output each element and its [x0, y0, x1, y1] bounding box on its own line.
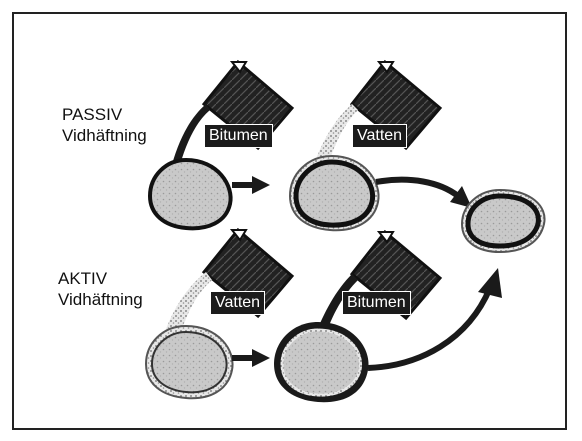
row-label-line2: Vidhäftning	[62, 125, 147, 146]
arrow-right-icon	[232, 176, 270, 194]
substance-tag-water: Vatten	[352, 124, 407, 148]
substance-tag-water: Vatten	[210, 291, 265, 315]
row-label-line2: Vidhäftning	[58, 289, 143, 310]
stone-icon	[468, 196, 538, 246]
stone-icon	[282, 330, 361, 395]
curved-arrow-icon	[376, 180, 472, 208]
row-label-passive: PASSIV Vidhäftning	[62, 104, 147, 146]
stone-icon	[150, 160, 231, 228]
substance-tag-bitumen: Bitumen	[342, 291, 411, 315]
stone-icon	[152, 332, 227, 392]
substance-tag-bitumen: Bitumen	[204, 124, 273, 148]
arrow-right-icon	[232, 349, 270, 367]
row-label-active: AKTIV Vidhäftning	[58, 268, 143, 310]
row-label-line1: PASSIV	[62, 104, 147, 125]
row-label-line1: AKTIV	[58, 268, 143, 289]
stone-icon	[296, 162, 373, 225]
